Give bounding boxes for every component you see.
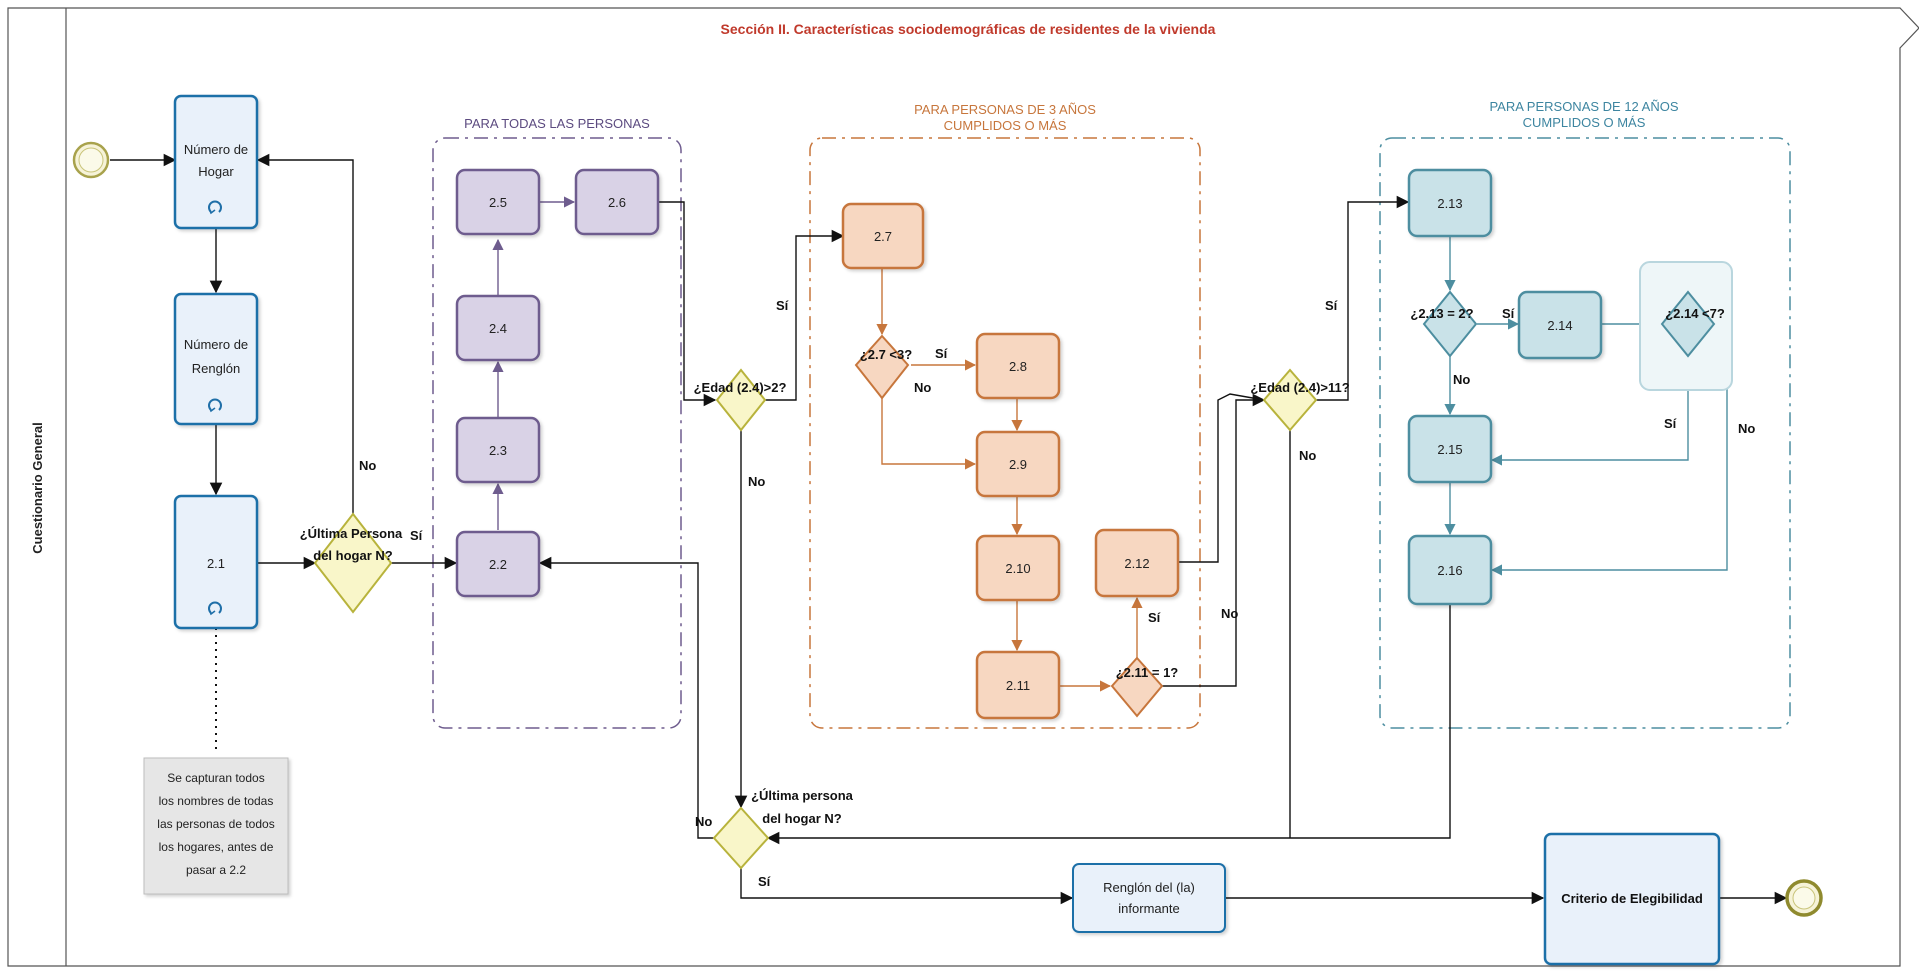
task-2-1[interactable]: 2.1	[173, 494, 259, 630]
gateway-2-14-lt7: ¿2.14 <7?	[1639, 261, 1733, 391]
flow-labels: No Sí Sí No Sí No Sí No Sí No Sí No Sí N…	[359, 298, 1755, 889]
diagram-title: Sección II. Características sociodemográ…	[721, 21, 1216, 37]
task-2-16[interactable]: 2.16	[1407, 534, 1493, 606]
pool-label: Cuestionario General	[30, 422, 45, 553]
group-age3: PARA PERSONAS DE 3 AÑOS CUMPLIDOS O MÁS	[809, 102, 1201, 729]
annotation-note: Se capturan todos los nombres de todas l…	[143, 757, 289, 895]
task-criterio-elegibilidad[interactable]: Criterio de Elegibilidad	[1543, 832, 1721, 966]
gateway-2-7-lt3: ¿2.7 <3?	[854, 334, 912, 400]
start-event	[72, 141, 110, 179]
pool: Cuestionario General	[7, 7, 1919, 967]
task-2-5[interactable]: 2.5	[455, 168, 541, 236]
label-si-211: Sí	[1148, 610, 1161, 625]
task-renglon-informante[interactable]: Renglón del (la) informante	[1072, 863, 1226, 933]
label-si-edad11: Sí	[1325, 298, 1338, 313]
label-si-edad2: Sí	[776, 298, 789, 313]
group-age12: PARA PERSONAS DE 12 AÑOS CUMPLIDOS O MÁS	[1379, 99, 1791, 729]
label-si-213: Sí	[1502, 306, 1515, 321]
label-no-27: No	[914, 380, 931, 395]
task-2-7[interactable]: 2.7	[841, 202, 925, 270]
label-no-ultima2: No	[695, 814, 712, 829]
task-numero-renglon[interactable]: Número de Renglón	[173, 292, 259, 426]
gateway-2-11-eq1: ¿2.11 = 1?	[1110, 656, 1178, 718]
group-age3-label-1: PARA PERSONAS DE 3 AÑOS	[914, 102, 1096, 117]
group-age3-label-2: CUMPLIDOS O MÁS	[944, 118, 1067, 133]
label-no-214: No	[1738, 421, 1755, 436]
label-si-ultima2: Sí	[758, 874, 771, 889]
label-no-edad11: No	[1299, 448, 1316, 463]
label-si-214: Sí	[1664, 416, 1677, 431]
label-no-ultima1: No	[359, 458, 376, 473]
gateway-ultima-persona-2: ¿Última persona del hogar N?	[712, 788, 854, 870]
label-no-211: No	[1221, 606, 1238, 621]
task-2-9[interactable]: 2.9	[975, 430, 1061, 498]
svg-text:¿Última persona: ¿Última persona	[751, 788, 854, 803]
gateway-2-13-eq2: ¿2.13 = 2?	[1410, 290, 1478, 358]
group-all-label: PARA TODAS LAS PERSONAS	[464, 116, 650, 131]
group-age12-label-2: CUMPLIDOS O MÁS	[1523, 115, 1646, 130]
svg-text:del hogar N?: del hogar N?	[762, 811, 842, 826]
task-2-12[interactable]: 2.12	[1094, 528, 1180, 598]
label-si-ultima1: Sí	[410, 528, 423, 543]
task-2-14[interactable]: 2.14	[1517, 290, 1603, 360]
end-event	[1785, 879, 1823, 917]
task-2-13[interactable]: 2.13	[1407, 168, 1493, 238]
label-no-edad2: No	[748, 474, 765, 489]
task-2-11[interactable]: 2.11	[975, 650, 1061, 720]
task-2-3[interactable]: 2.3	[455, 416, 541, 484]
task-2-8[interactable]: 2.8	[975, 332, 1061, 400]
task-2-10[interactable]: 2.10	[975, 534, 1061, 602]
label-no-213: No	[1453, 372, 1470, 387]
group-all-persons: PARA TODAS LAS PERSONAS	[432, 116, 682, 729]
group-age12-label-1: PARA PERSONAS DE 12 AÑOS	[1489, 99, 1678, 114]
task-2-15[interactable]: 2.15	[1407, 414, 1493, 484]
gateway-ultima-persona-1: ¿Última Persona del hogar N?	[300, 512, 403, 614]
task-2-2[interactable]: 2.2	[455, 530, 541, 598]
task-numero-hogar[interactable]: Número de Hogar	[173, 94, 259, 230]
task-2-6[interactable]: 2.6	[574, 168, 660, 236]
task-2-4[interactable]: 2.4	[455, 294, 541, 362]
label-si-27: Sí	[935, 346, 948, 361]
